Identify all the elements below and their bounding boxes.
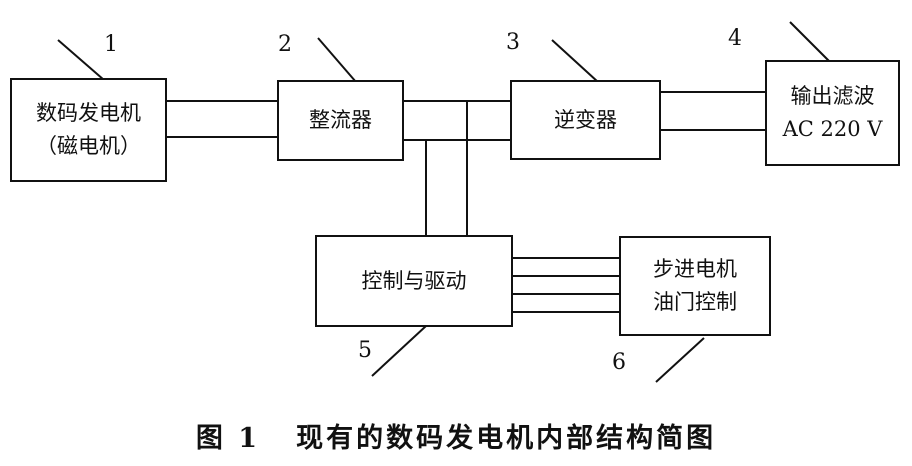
rectifier-number: 2 xyxy=(278,32,292,57)
rectifier-label: 整流器 xyxy=(309,108,372,133)
figure-caption: 图 1 现有的数码发电机内部结构简图 xyxy=(0,416,912,455)
leader-line-5 xyxy=(371,325,427,377)
output-filter-label-line2: AC 220 V xyxy=(782,117,883,141)
generator-block: 数码发电机 （磁电机） xyxy=(10,78,167,182)
leader-line-1 xyxy=(57,39,105,81)
inverter-block: 逆变器 xyxy=(510,80,661,160)
stepper-throttle-number: 6 xyxy=(612,350,626,375)
leader-line-4 xyxy=(789,21,831,63)
control-drive-number: 5 xyxy=(358,338,372,363)
inverter-number: 3 xyxy=(506,30,520,55)
output-filter-number: 4 xyxy=(728,26,742,51)
control-drive-block: 控制与驱动 xyxy=(315,235,513,327)
output-filter-label-line1: 输出滤波 xyxy=(790,84,875,109)
stepper-throttle-label-line1: 步进电机 xyxy=(653,257,737,282)
inverter-label: 逆变器 xyxy=(554,107,617,132)
leader-line-6 xyxy=(655,337,705,383)
generator-label-line1: 数码发电机 xyxy=(36,101,141,126)
stepper-throttle-block: 步进电机 油门控制 xyxy=(619,236,771,336)
output-filter-block: 输出滤波 AC 220 V xyxy=(765,60,900,166)
generator-label-line2: （磁电机） xyxy=(36,134,141,158)
generator-number: 1 xyxy=(104,32,118,57)
figure-caption-title: 现有的数码发电机内部结构简图 xyxy=(296,423,717,454)
stepper-throttle-label-line2: 油门控制 xyxy=(653,290,737,314)
leader-line-2 xyxy=(317,37,357,83)
rectifier-block: 整流器 xyxy=(277,80,404,161)
figure-caption-label: 图 1 xyxy=(195,423,261,454)
control-drive-label: 控制与驱动 xyxy=(361,268,467,293)
leader-line-3 xyxy=(551,39,599,83)
